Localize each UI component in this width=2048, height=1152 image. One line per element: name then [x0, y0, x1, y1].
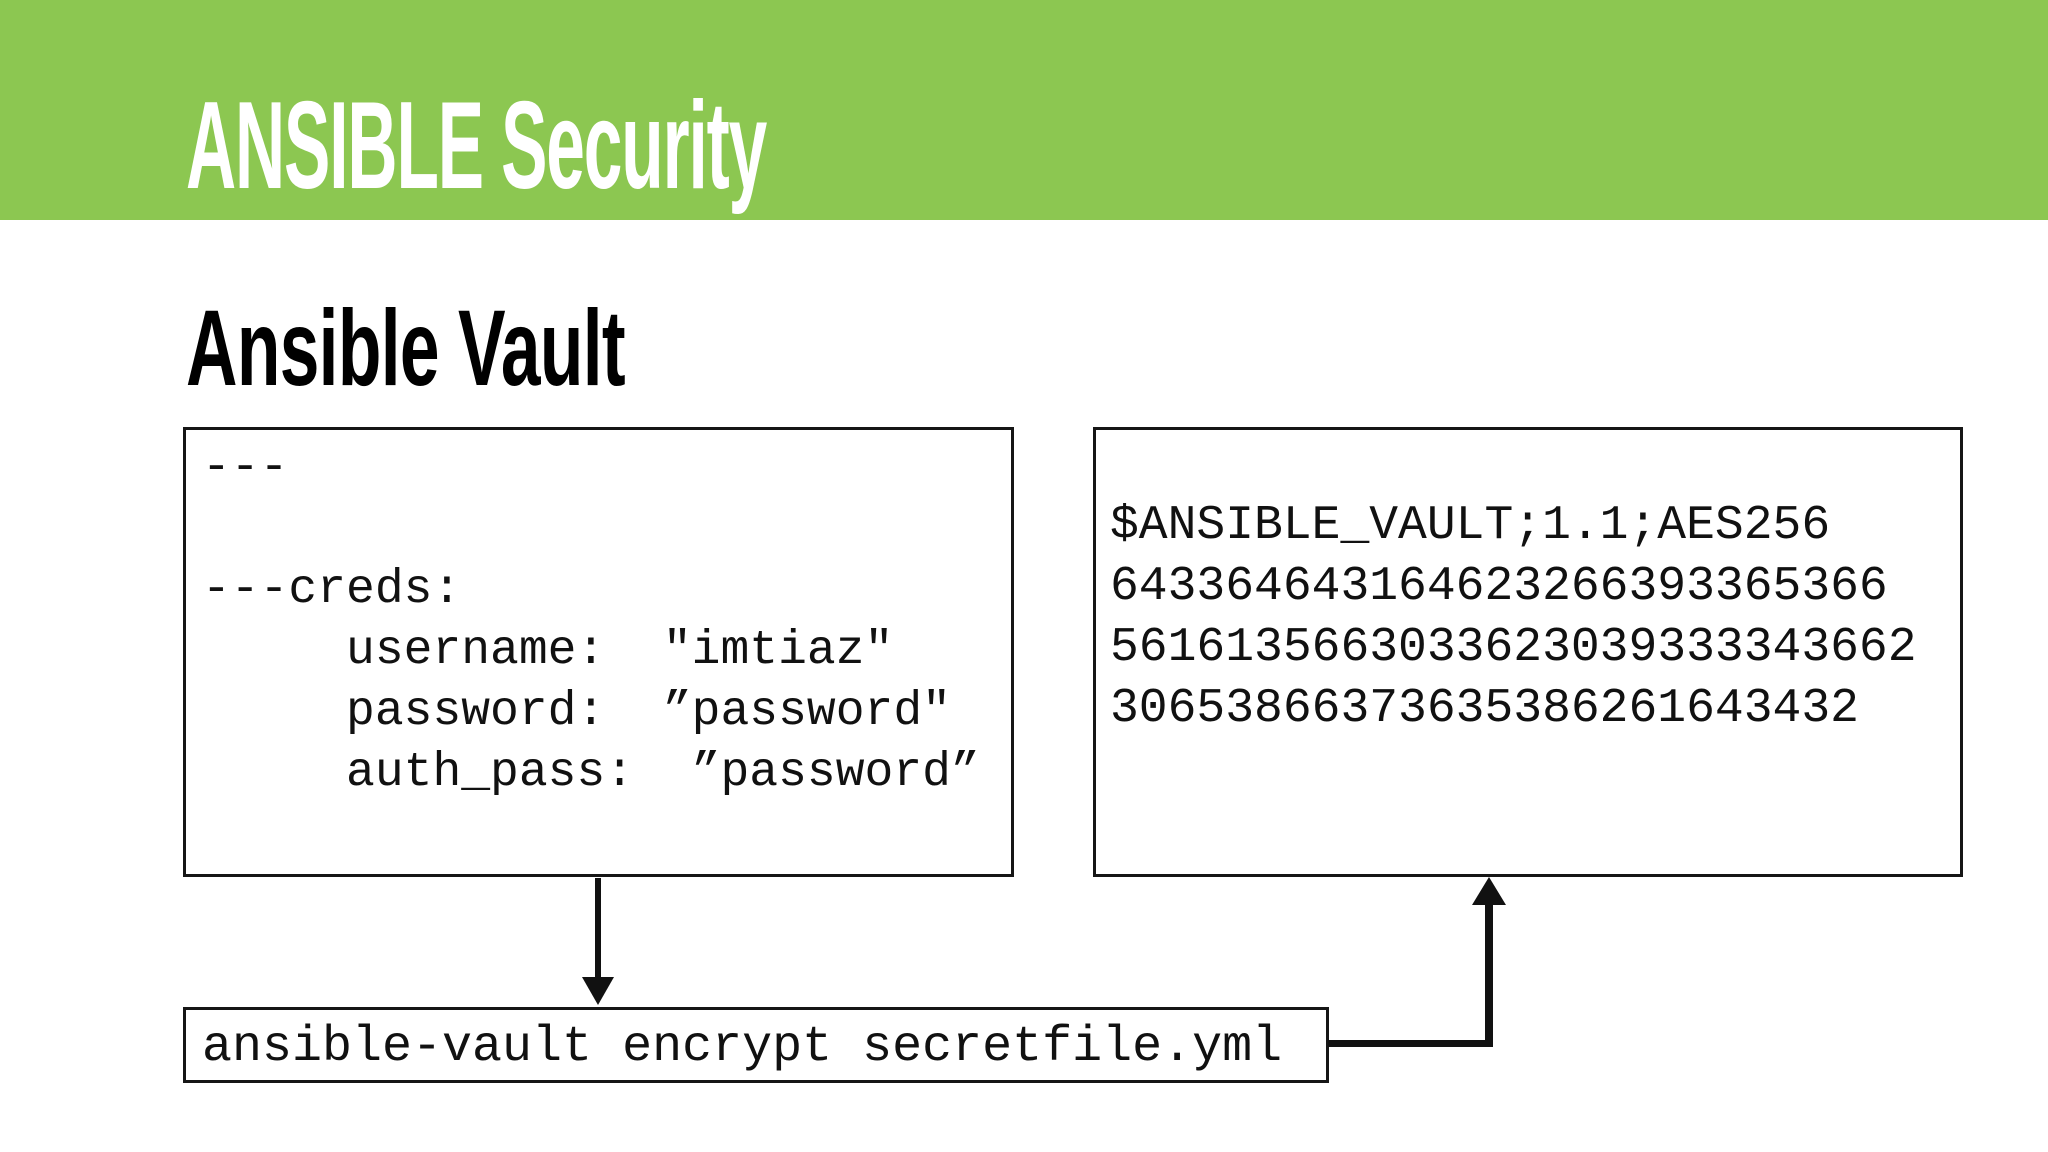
encrypt-command-box: ansible-vault encrypt secretfile.yml: [183, 1007, 1329, 1083]
encrypted-vault-code: $ANSIBLE_VAULT;1.1;AES256 64336464316462…: [1110, 499, 1917, 736]
encrypted-vault-box: $ANSIBLE_VAULT;1.1;AES256 64336464316462…: [1093, 427, 1963, 877]
encrypt-command-text: ansible-vault encrypt secretfile.yml: [202, 1019, 1283, 1076]
encrypt-arrow-shaft: [595, 878, 601, 978]
slide-title: ANSIBLE Security: [186, 77, 767, 215]
title-bar: ANSIBLE Security: [0, 0, 2048, 220]
plaintext-yaml-code: --- ---creds: username: "imtiaz" passwor…: [202, 441, 980, 800]
section-title: Ansible Vault: [186, 287, 626, 408]
output-arrow-horizontal-shaft: [1328, 1040, 1493, 1047]
arrow-down-icon: [582, 977, 614, 1005]
arrow-up-icon: [1472, 877, 1506, 905]
output-arrow-vertical-shaft: [1485, 902, 1493, 1047]
plaintext-yaml-box: --- ---creds: username: "imtiaz" passwor…: [183, 427, 1014, 877]
